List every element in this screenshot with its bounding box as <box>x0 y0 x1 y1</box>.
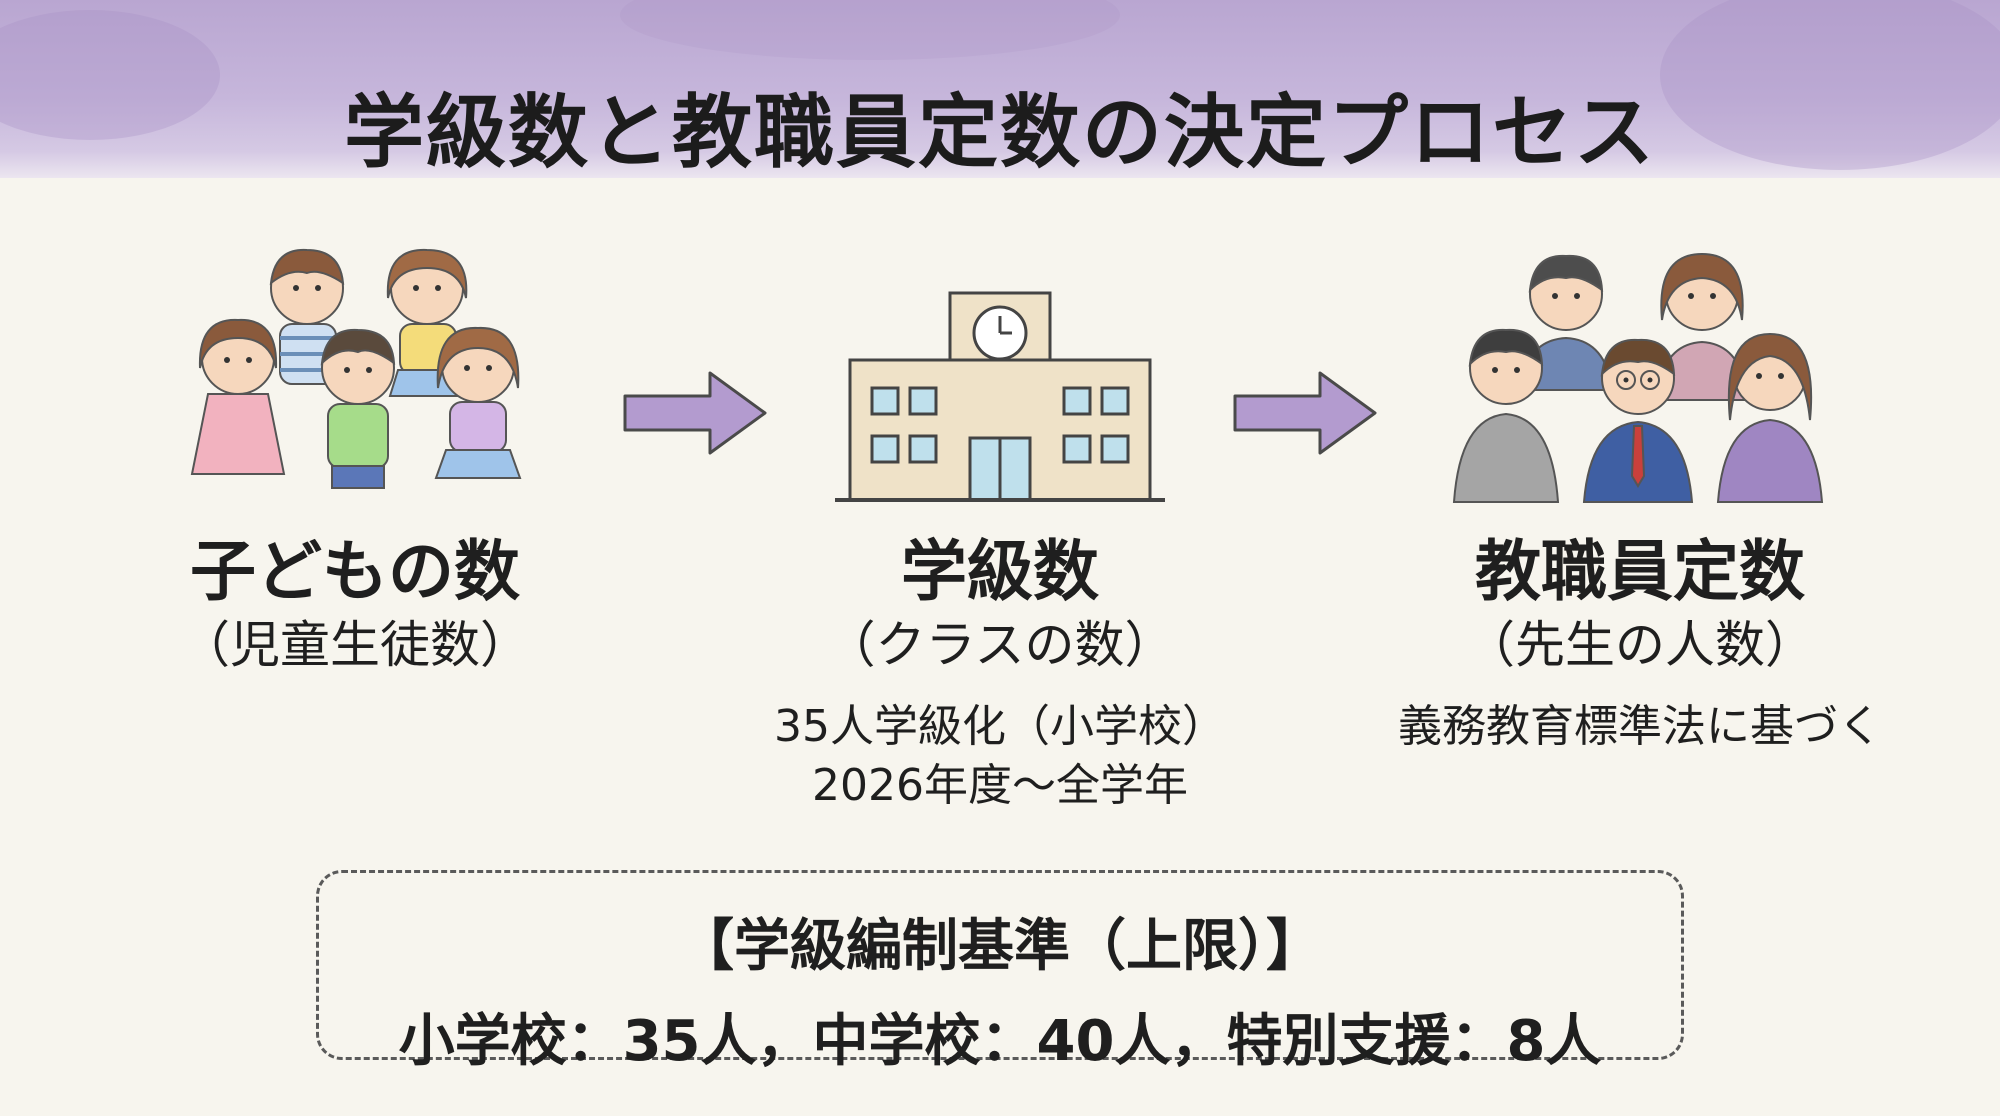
school-building-icon <box>835 291 1165 502</box>
step-sublabel: （先生の人数） <box>1465 615 1815 674</box>
step-teachers: 教職員定数 （先生の人数） 義務教育標準法に基づく <box>1340 533 1940 756</box>
step-sublabel: （児童生徒数） <box>180 615 530 674</box>
step-children: 子どもの数 （児童生徒数） <box>140 533 570 675</box>
step-note-line: 35人学級化（小学校） <box>774 700 1226 752</box>
teachers-icon <box>1452 252 1824 503</box>
step-note: 義務教育標準法に基づく <box>1340 697 1940 756</box>
page-title: 学級数と教職員定数の決定プロセス <box>344 86 1656 179</box>
banner-blob <box>620 0 1120 60</box>
step-note: 35人学級化（小学校） 2026年度〜全学年 <box>720 697 1280 816</box>
arrow-right-icon <box>1233 371 1377 455</box>
step-sublabel: （クラスの数） <box>825 615 1175 674</box>
children-icon <box>190 248 522 489</box>
banner-blob <box>1660 0 2000 170</box>
criteria-box: 【学級編制基準（上限）】 小学校：35人，中学校：40人，特別支援：8人 <box>316 870 1684 1074</box>
step-note-line: 義務教育標準法に基づく <box>1398 700 1882 752</box>
step-label: 学級数 <box>901 533 1099 610</box>
step-note-line: 2026年度〜全学年 <box>812 759 1188 811</box>
criteria-body: 小学校：35人，中学校：40人，特別支援：8人 <box>398 1009 1602 1074</box>
criteria-title: 【学級編制基準（上限）】 <box>678 914 1322 979</box>
banner-blob <box>0 10 220 140</box>
title-banner <box>0 0 2000 178</box>
step-label: 教職員定数 <box>1475 533 1805 610</box>
arrow-right-icon <box>623 371 767 455</box>
step-label: 子どもの数 <box>190 533 520 610</box>
step-classes: 学級数 （クラスの数） 35人学級化（小学校） 2026年度〜全学年 <box>720 533 1280 816</box>
